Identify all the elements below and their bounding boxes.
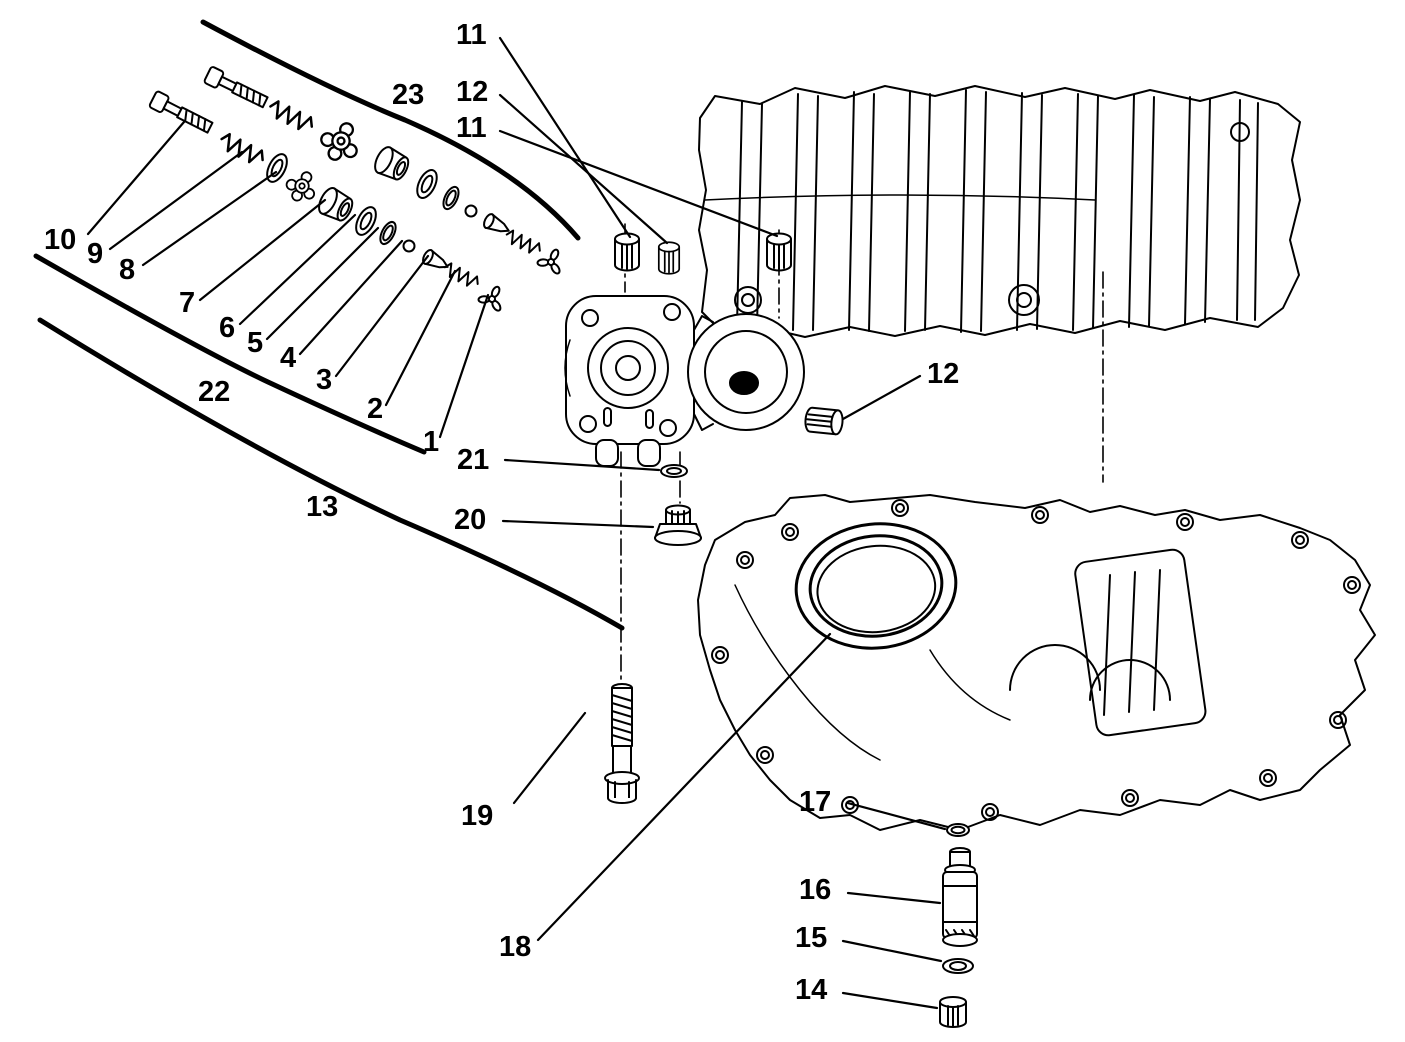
lower-case-housing [697,494,1376,831]
callout-21: 21 [457,444,489,476]
ring-part [376,218,400,248]
bracket-23 [200,19,581,241]
callout-2: 2 [367,393,383,425]
callout-13: 13 [306,491,338,523]
bracket-lines [33,19,625,631]
bolt-19 [604,683,640,804]
callout-1: 1 [423,426,439,458]
ball-part [464,204,478,218]
callout-14: 14 [795,974,827,1006]
callout-4: 4 [280,342,296,374]
callout-12-top: 12 [456,76,488,108]
centerlines [620,223,1104,684]
callout-22: 22 [198,376,230,408]
callout-11-top: 11 [456,19,487,51]
callout-19: 19 [461,800,493,832]
bushing-11 [614,232,640,272]
callout-10: 10 [44,224,76,256]
callout-17: 17 [799,786,831,818]
washer-15 [942,958,974,974]
bolt-part [202,65,271,112]
callout-5: 5 [247,327,263,359]
ball-part [402,239,416,253]
callout-16: 16 [799,874,831,906]
callout-11-mid: 11 [456,112,487,144]
oring-17 [946,823,970,837]
leader-lines [86,36,947,1010]
pump-assembly [564,295,805,467]
bushing-12 [803,406,845,436]
clip-part [474,279,511,315]
washer-part [262,150,292,186]
bushing-12 [657,241,681,275]
spring-part [502,227,544,258]
ring-part [439,183,463,213]
callout-labels: 10 9 8 7 6 5 4 3 2 1 23 11 12 11 22 13 2… [44,19,959,1006]
plug-14 [939,996,967,1028]
bracket-13 [37,317,625,631]
upper-case-housing [698,85,1301,338]
spring-part [265,98,317,136]
washer-part [412,166,442,202]
callout-6: 6 [219,312,235,344]
retainer-part [313,114,368,169]
callout-8: 8 [119,254,135,286]
callout-7: 7 [179,287,195,319]
bolt-part [147,89,216,137]
callout-12-right: 12 [927,358,959,390]
fitting-16 [942,847,978,947]
callout-9: 9 [87,238,103,270]
spring-part [216,130,268,169]
bushing-11 [766,232,792,272]
washer-part [351,203,381,239]
plug-20 [654,504,702,546]
retainer-part [280,165,323,208]
piston-part [370,143,414,185]
bracket-22 [33,253,427,455]
callout-15: 15 [795,922,827,954]
callout-20: 20 [454,504,486,536]
callout-3: 3 [316,364,332,396]
washer-21 [660,464,688,478]
callout-23: 23 [392,79,424,111]
bore-ring [794,522,958,650]
callout-18: 18 [499,931,531,963]
valve-parts-upper [202,65,570,278]
